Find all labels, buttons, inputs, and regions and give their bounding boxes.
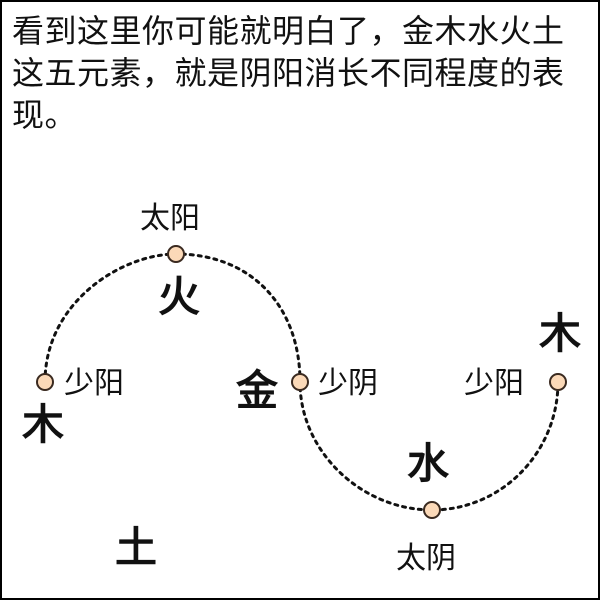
node-shaoyang-left	[36, 373, 54, 391]
element-water: 水	[407, 439, 450, 488]
label-shaoyang-right: 少阳	[464, 366, 524, 401]
label-shaoyang-left: 少阳	[64, 366, 124, 401]
node-taiyin	[423, 501, 441, 519]
element-wood-left: 木	[22, 400, 64, 449]
caption-text: 看到这里你可能就明白了，金木水火土这五元素，就是阴阳消长不同程度的表现。	[12, 12, 565, 134]
element-fire: 火	[158, 272, 200, 321]
element-earth: 土	[115, 523, 157, 572]
label-taiyin: 太阴	[396, 541, 456, 576]
element-wood-right: 木	[539, 309, 581, 358]
node-taiyang	[167, 245, 185, 263]
element-metal: 金	[235, 366, 279, 415]
label-shaoyin: 少阴	[318, 366, 378, 401]
node-shaoyin	[291, 373, 309, 391]
node-shaoyang-right	[549, 373, 567, 391]
label-taiyang: 太阳	[140, 201, 200, 236]
